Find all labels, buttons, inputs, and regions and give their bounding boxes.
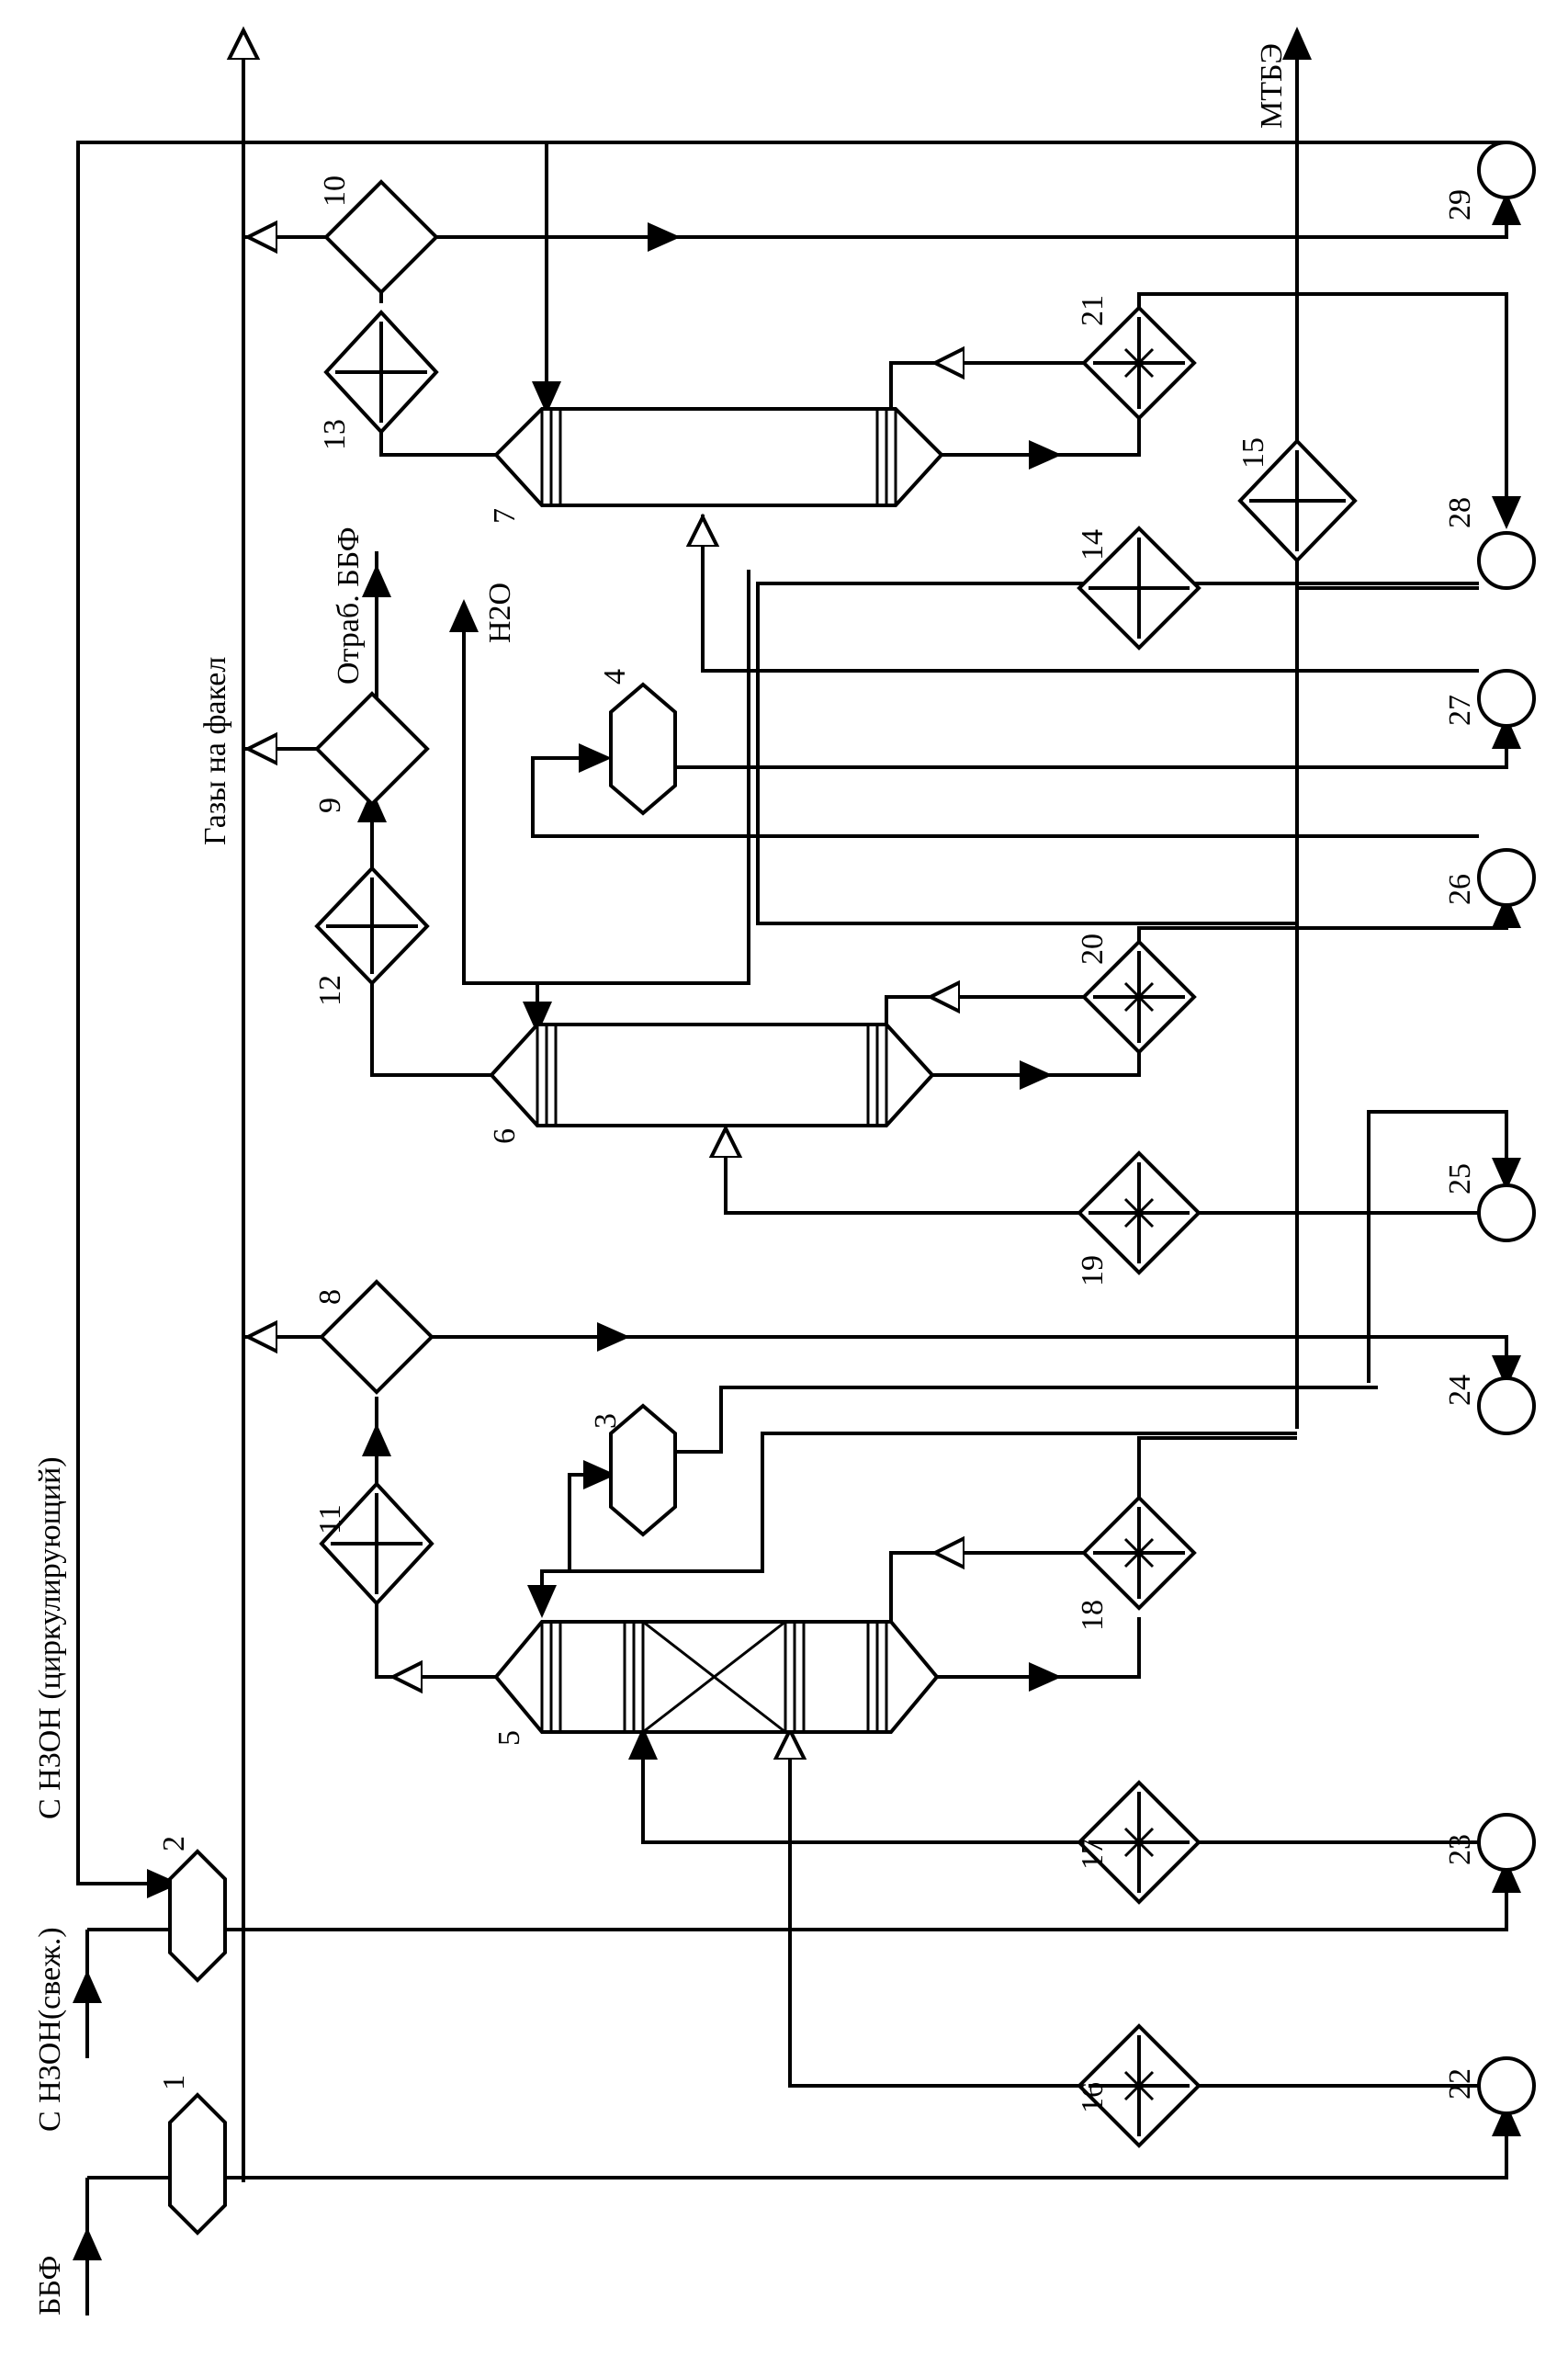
pump-22 xyxy=(1477,2056,1536,2115)
num-6: 6 xyxy=(488,1128,522,1144)
line-3-out xyxy=(675,1386,1378,1454)
num-13: 13 xyxy=(318,419,352,450)
num-2: 2 xyxy=(157,1836,191,1851)
num-14: 14 xyxy=(1076,529,1110,560)
pump-26 xyxy=(1477,848,1536,907)
line-1-to-22 xyxy=(225,2113,1508,2180)
num-17: 17 xyxy=(1076,1839,1110,1870)
line-5-to-11 xyxy=(375,1603,514,1679)
label-methanol-circ: C H3OH (циркулирующий) xyxy=(33,1456,67,1819)
label-spent-bbf: Отраб. ББФ xyxy=(332,526,366,685)
vessel-3 xyxy=(609,1403,677,1537)
heater-16 xyxy=(1077,2023,1201,2148)
line-16-col xyxy=(788,1737,1479,2088)
label-methanol-fresh: C H3OH(свеж.) xyxy=(33,1927,67,2132)
line-20-return xyxy=(885,995,1084,1029)
condenser-13 xyxy=(323,310,439,435)
separator-10 xyxy=(323,179,439,295)
label-mtbe: МТБЭ xyxy=(1255,43,1289,129)
num-11: 11 xyxy=(313,1504,347,1534)
num-21: 21 xyxy=(1076,295,1110,326)
line-23-to-5 xyxy=(641,1737,1479,1844)
num-4: 4 xyxy=(598,669,632,685)
line-2-to-23 xyxy=(225,1870,1508,1931)
line-5-reflux-in xyxy=(542,1432,1297,1573)
num-10: 10 xyxy=(318,175,352,207)
vessel-1 xyxy=(168,2092,227,2236)
label-flare-gases: Газы на факел xyxy=(198,657,232,845)
heat-exchanger-15 xyxy=(1237,438,1358,563)
num-27: 27 xyxy=(1443,695,1477,726)
condenser-11 xyxy=(319,1481,434,1606)
num-5: 5 xyxy=(492,1730,526,1746)
num-25: 25 xyxy=(1443,1163,1477,1194)
label-water: H2O xyxy=(483,583,517,643)
num-23: 23 xyxy=(1443,1834,1477,1865)
line-21-out xyxy=(1137,292,1508,519)
reactor-column-5 xyxy=(493,1620,940,1734)
num-18: 18 xyxy=(1076,1600,1110,1631)
line-27-to-7 xyxy=(701,515,1479,673)
line-7-bottom xyxy=(942,400,1141,457)
vessel-2 xyxy=(168,1849,227,1983)
line-5-bottom xyxy=(937,1617,1141,1679)
pump-23 xyxy=(1477,1813,1536,1872)
num-12: 12 xyxy=(313,975,347,1006)
pump-29 xyxy=(1477,141,1536,199)
line-water xyxy=(462,570,750,985)
num-15: 15 xyxy=(1236,437,1270,469)
vessel-4 xyxy=(609,682,677,816)
num-20: 20 xyxy=(1076,934,1110,965)
line-4-to-27 xyxy=(671,726,1508,769)
num-29: 29 xyxy=(1443,189,1477,221)
pump-27 xyxy=(1477,669,1536,728)
heat-exchanger-14 xyxy=(1077,526,1201,651)
heater-17 xyxy=(1077,1780,1201,1905)
line-18-return xyxy=(889,1551,1084,1631)
separator-9 xyxy=(314,691,430,807)
label-bbf: ББФ xyxy=(33,2256,67,2315)
separator-8 xyxy=(319,1279,434,1395)
line-24-inlet xyxy=(1369,1335,1508,1383)
line-18-out xyxy=(1137,1436,1297,1498)
column-6 xyxy=(489,1023,935,1127)
pump-25 xyxy=(1477,1183,1536,1242)
num-19: 19 xyxy=(1076,1255,1110,1286)
num-22: 22 xyxy=(1443,2068,1477,2100)
num-24: 24 xyxy=(1443,1375,1477,1406)
heater-18 xyxy=(1081,1495,1197,1611)
num-7: 7 xyxy=(488,508,522,524)
column-7 xyxy=(493,407,944,507)
num-1: 1 xyxy=(157,2075,191,2090)
heater-19 xyxy=(1077,1150,1201,1275)
condenser-12 xyxy=(314,866,430,986)
num-9: 9 xyxy=(313,798,347,813)
heater-21 xyxy=(1081,305,1197,421)
line-10-liquid xyxy=(436,198,1508,239)
heater-20 xyxy=(1081,939,1197,1055)
num-26: 26 xyxy=(1443,874,1477,905)
line-14-loop xyxy=(756,582,1479,925)
num-8: 8 xyxy=(313,1289,347,1305)
line-6-to-12 xyxy=(370,983,491,1077)
num-16: 16 xyxy=(1076,2082,1110,2113)
line-to-3 xyxy=(540,1473,611,1608)
pump-24 xyxy=(1477,1376,1536,1435)
pump-28 xyxy=(1477,531,1536,590)
line-6-bottom xyxy=(932,1025,1141,1077)
line-8-liquid xyxy=(432,1335,1371,1383)
num-28: 28 xyxy=(1443,497,1477,528)
num-3: 3 xyxy=(589,1413,623,1429)
circ-methanol-line xyxy=(76,141,1506,1898)
line-21-return xyxy=(889,361,1084,413)
